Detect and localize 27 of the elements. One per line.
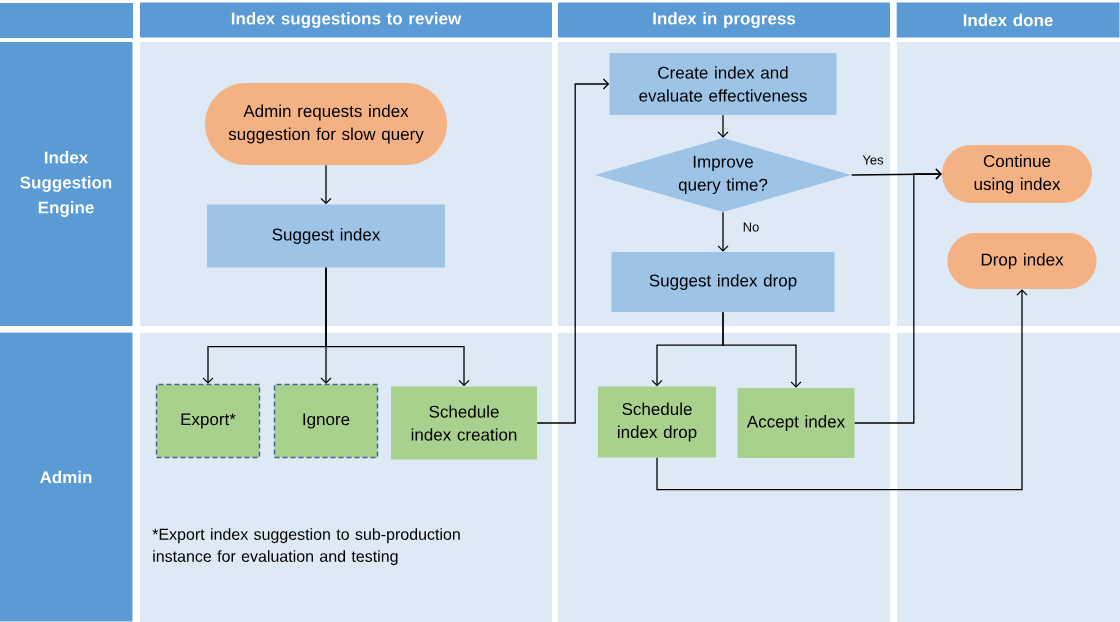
process-box: Create index and evaluate effectiveness [609, 53, 837, 115]
edge-label: Yes [861, 154, 885, 166]
row-header: Index Suggestion Engine [0, 42, 133, 326]
arrow [717, 211, 729, 252]
action-box: Schedule index drop [598, 386, 716, 458]
row-header: Admin [0, 332, 133, 622]
terminal-box: Drop index [947, 233, 1097, 289]
column-header: Index in progress [558, 2, 890, 38]
column-header: Index suggestions to review [140, 2, 552, 38]
terminal-box: Continue using index [942, 145, 1092, 203]
arrow [536, 78, 610, 424]
arrow [320, 164, 332, 205]
edge-label: No [741, 221, 761, 233]
arrow [854, 168, 942, 424]
arrow [656, 289, 1028, 491]
arrow [325, 267, 470, 387]
process-box: Suggest index drop [611, 252, 835, 312]
column-header: Index done [896, 2, 1120, 38]
arrow [717, 114, 729, 138]
terminal-box: Admin requests index suggestion for slow query [205, 83, 447, 165]
action-box: Schedule index creation [391, 386, 537, 460]
footnote: *Export index suggestion to sub-production instance for evaluation and testing [152, 528, 460, 566]
action-box: Accept index [737, 388, 855, 458]
optional-action-box: Export* [155, 383, 261, 459]
process-box: Suggest index [207, 204, 445, 268]
arrow [722, 311, 802, 388]
optional-action-box: Ignore [273, 383, 379, 459]
